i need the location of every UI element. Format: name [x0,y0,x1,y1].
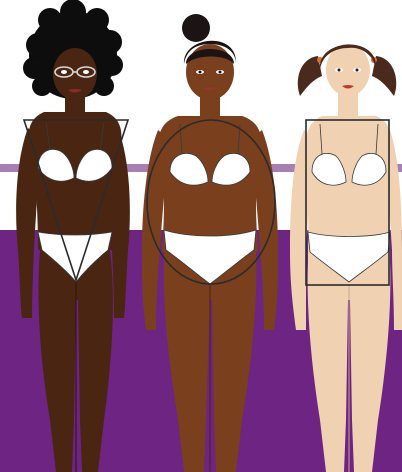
hair-bun [182,14,210,42]
torso [159,116,262,252]
